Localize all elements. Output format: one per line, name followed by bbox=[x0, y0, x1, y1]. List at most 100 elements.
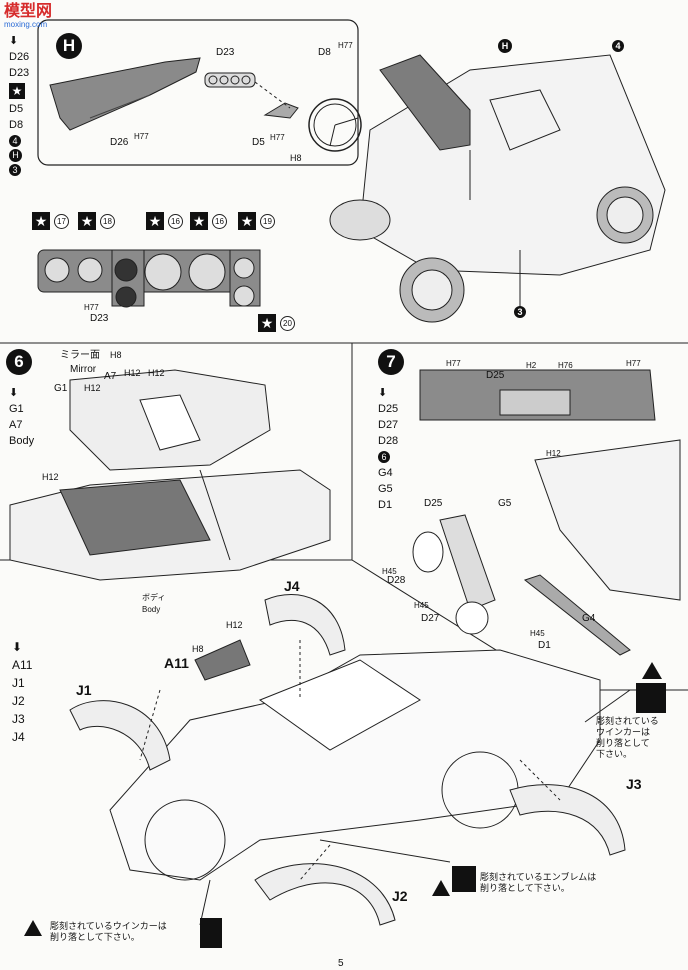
label-d27: D27 bbox=[421, 613, 440, 624]
decal-number: 16 bbox=[212, 214, 227, 229]
site-logo-url: moxing.com bbox=[4, 20, 48, 29]
knife-icon bbox=[636, 683, 666, 713]
label-h45: H45 bbox=[414, 601, 429, 610]
step-ref-icon: 3 bbox=[9, 164, 21, 176]
label-h8: H8 bbox=[110, 350, 122, 360]
label-h2: H2 bbox=[526, 361, 537, 370]
star-icon: ★ bbox=[238, 212, 256, 230]
part-item: A11 bbox=[12, 658, 33, 672]
label-mirror: Mirror bbox=[70, 364, 97, 375]
step-h-parts-list: ⬇ D26 D23 ★ D5 D8 4 H 3 bbox=[9, 33, 29, 178]
step-8-parts-list: ⬇ A11 J1 J2 J3 J4 bbox=[12, 638, 32, 746]
label-j4: J4 bbox=[284, 578, 300, 594]
label-h77: H77 bbox=[338, 41, 353, 50]
part-item: D28 bbox=[378, 435, 399, 447]
part-item: D27 bbox=[378, 419, 399, 431]
warning-icon bbox=[642, 662, 662, 679]
label-d28: D28 bbox=[387, 575, 406, 586]
part-item: G4 bbox=[378, 467, 393, 479]
part-item: D1 bbox=[378, 499, 393, 511]
decal-number: 19 bbox=[260, 214, 275, 229]
warning-emblem: 彫刻されているエンブレムは 削り落として下さい。 bbox=[480, 872, 597, 893]
label-d8: D8 bbox=[318, 47, 331, 58]
part-item: G1 bbox=[9, 403, 24, 415]
label-h12: H12 bbox=[546, 449, 561, 458]
star-icon: ★ bbox=[258, 314, 276, 332]
label-h77: H77 bbox=[446, 359, 461, 368]
label-d25: D25 bbox=[424, 498, 443, 509]
label-g4: G4 bbox=[582, 613, 596, 624]
label-h12: H12 bbox=[148, 368, 165, 378]
part-item: D5 bbox=[9, 103, 24, 115]
label-j2: J2 bbox=[392, 888, 408, 904]
label-d23: D23 bbox=[216, 47, 235, 58]
label-h76: H76 bbox=[558, 361, 573, 370]
label-h12: H12 bbox=[124, 368, 141, 378]
label-h45: H45 bbox=[382, 567, 397, 576]
step-6-marker: 6 bbox=[6, 349, 32, 375]
down-arrow-icon: ⬇ bbox=[378, 387, 388, 399]
step-7-marker: 7 bbox=[378, 349, 404, 375]
label-body-jp: ボディ bbox=[142, 593, 166, 602]
label-h12: H12 bbox=[84, 383, 101, 393]
star-icon: ★ bbox=[78, 212, 96, 230]
step-ref-icon: 4 bbox=[9, 135, 21, 147]
label-g5: G5 bbox=[498, 498, 512, 509]
part-item: J3 bbox=[12, 712, 25, 726]
label-j1: J1 bbox=[76, 682, 92, 698]
label-g1: G1 bbox=[54, 383, 68, 394]
step-ref-icon: 6 bbox=[378, 451, 390, 463]
site-logo[interactable]: 模型网 moxing.com bbox=[4, 3, 74, 29]
label-h45: H45 bbox=[530, 629, 545, 638]
page-number: 5 bbox=[338, 958, 344, 969]
step-ref-icon: H bbox=[9, 149, 22, 162]
part-item: G5 bbox=[378, 483, 393, 495]
knife-icon bbox=[452, 866, 476, 892]
down-arrow-icon: ⬇ bbox=[12, 640, 23, 654]
part-item: Body bbox=[9, 435, 35, 447]
decal-number: 17 bbox=[54, 214, 69, 229]
warning-icon bbox=[432, 880, 450, 896]
part-item: D26 bbox=[9, 51, 30, 63]
label-h8: H8 bbox=[290, 153, 302, 163]
callout-h-icon: H bbox=[498, 39, 512, 53]
label-h77: H77 bbox=[270, 133, 285, 142]
star-icon: ★ bbox=[146, 212, 164, 230]
label-d1: D1 bbox=[538, 640, 551, 651]
part-item: D8 bbox=[9, 119, 24, 131]
label-a11: A11 bbox=[164, 655, 189, 671]
decal-number: 20 bbox=[280, 316, 295, 331]
label-h8: H8 bbox=[192, 644, 204, 654]
warning-turn-signal-right: 彫刻されている ウインカーは 削り落として 下さい。 bbox=[596, 716, 659, 759]
label-d25: D25 bbox=[486, 370, 505, 381]
label-mirror-jp: ミラー面 bbox=[60, 350, 100, 361]
label-h12: H12 bbox=[42, 472, 59, 482]
part-item: A7 bbox=[9, 419, 23, 431]
label-h77: H77 bbox=[134, 132, 149, 141]
star-icon: ★ bbox=[9, 83, 25, 99]
label-j3: J3 bbox=[626, 776, 642, 792]
down-arrow-icon: ⬇ bbox=[9, 35, 19, 47]
step-6-parts-list: ⬇ G1 A7 Body bbox=[9, 385, 34, 449]
label-a7: A7 bbox=[104, 371, 117, 382]
label-body: Body bbox=[142, 605, 161, 614]
label-d5: D5 bbox=[252, 137, 265, 148]
part-item: D25 bbox=[378, 403, 399, 415]
callout-4-icon: 4 bbox=[612, 40, 624, 52]
label-h12: H12 bbox=[226, 620, 243, 630]
callout-3-icon: 3 bbox=[514, 306, 526, 318]
step-h-marker: H bbox=[56, 33, 82, 59]
step-7-parts-list: ⬇ D25 D27 D28 6 G4 G5 D1 bbox=[378, 385, 398, 513]
down-arrow-icon: ⬇ bbox=[9, 387, 19, 399]
label-h77: H77 bbox=[84, 303, 99, 312]
warning-turn-signal-left: 彫刻されているウインカーは 削り落として下さい。 bbox=[50, 921, 167, 942]
decal-number: 18 bbox=[100, 214, 115, 229]
star-icon: ★ bbox=[190, 212, 208, 230]
label-h77: H77 bbox=[626, 359, 641, 368]
warning-icon bbox=[24, 920, 42, 936]
label-d23: D23 bbox=[90, 313, 109, 324]
site-logo-text: 模型网 bbox=[4, 3, 53, 20]
part-item: J4 bbox=[12, 730, 25, 744]
part-item: J1 bbox=[12, 676, 25, 690]
